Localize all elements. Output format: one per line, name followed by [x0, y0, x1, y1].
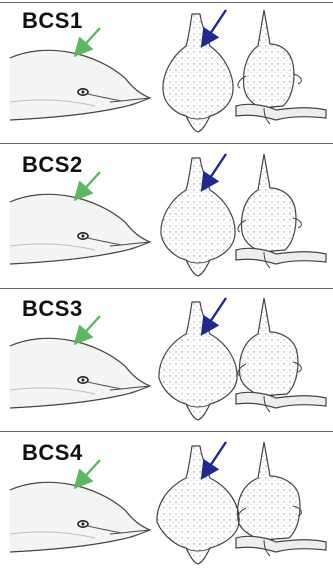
- posterior-view: [236, 10, 326, 124]
- dolphin-sketches: [0, 146, 333, 282]
- posterior-view: [236, 154, 326, 268]
- dolphin-sketches: [0, 290, 333, 426]
- posterior-view: [236, 442, 326, 556]
- panel-separator: [0, 431, 333, 432]
- body-arrow: [206, 10, 226, 40]
- panel-separator: [0, 143, 333, 144]
- head-arrow: [80, 172, 100, 194]
- bcs-panel: BCS1: [0, 2, 333, 138]
- lateral-head-view: [10, 194, 150, 264]
- frontal-body-view: [159, 302, 237, 420]
- bcs-panel: BCS4: [0, 434, 333, 570]
- frontal-body-view: [161, 158, 235, 276]
- body-arrow: [206, 298, 226, 328]
- lateral-head-view: [10, 338, 150, 408]
- head-arrow: [80, 316, 100, 338]
- frontal-body-view: [157, 446, 239, 564]
- bcs-panel: BCS2: [0, 146, 333, 282]
- body-arrow: [206, 442, 226, 472]
- dolphin-sketches: [0, 2, 333, 138]
- head-arrow: [80, 460, 100, 482]
- head-arrow: [80, 28, 100, 50]
- lateral-head-view: [10, 482, 150, 552]
- bcs-panel: BCS3: [0, 290, 333, 426]
- dolphin-sketches: [0, 434, 333, 570]
- body-arrow: [206, 154, 226, 184]
- panel-separator: [0, 288, 333, 289]
- lateral-head-view: [10, 50, 150, 120]
- frontal-body-view: [163, 14, 233, 132]
- posterior-view: [236, 298, 326, 412]
